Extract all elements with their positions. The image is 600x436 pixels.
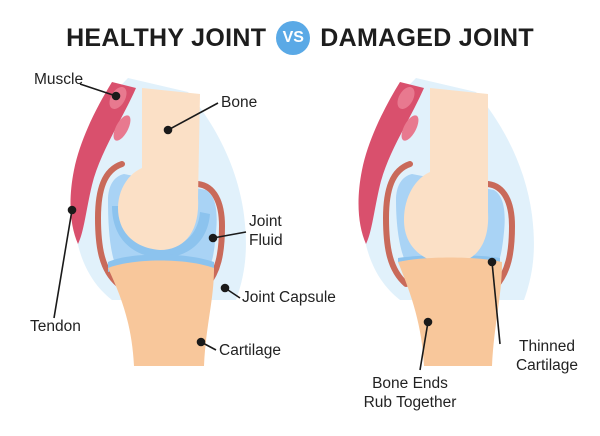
vs-badge: VS (276, 21, 311, 55)
label-bone: Bone (221, 94, 258, 111)
dot-cartilage (196, 337, 206, 347)
damaged-capsule-right (485, 181, 516, 289)
label-thinned-cartilage: Thinned Cartilage (506, 337, 588, 375)
label-muscle: Muscle (34, 71, 84, 88)
damaged-muscle-band-2 (401, 115, 419, 141)
healthy-muscle (70, 82, 136, 244)
label-thinned-line1: Thinned (518, 338, 575, 355)
leader-bone (167, 102, 219, 131)
healthy-bone-upper (118, 88, 200, 250)
label-bone-ends-rub: Bone Ends Rub Together (345, 374, 475, 412)
label-joint-fluid-line1: Joint (249, 213, 282, 230)
label-tendon: Tendon (30, 318, 81, 335)
title-healthy-joint: HEALTHY JOINT (66, 23, 267, 52)
damaged-joint (358, 78, 534, 371)
label-thinned-line2: Cartilage (515, 357, 579, 374)
healthy-muscle-band-2 (113, 115, 131, 141)
healthy-capsule-left (94, 161, 125, 287)
dot-tendon (67, 205, 77, 215)
title-damaged-joint: DAMAGED JOINT (320, 23, 534, 52)
damaged-capsule-left (382, 161, 413, 287)
label-rub-line1: Bone Ends (372, 375, 448, 392)
dot-thinned-cartilage (487, 257, 497, 267)
leader-tendon (53, 209, 73, 319)
damaged-muscle (358, 82, 424, 244)
label-rub-line2: Rub Together (363, 394, 457, 411)
label-joint-fluid: Joint Fluid (249, 212, 283, 250)
dot-bone (163, 125, 173, 135)
damaged-muscle-band (397, 87, 415, 109)
leader-joint-fluid (212, 231, 247, 239)
damaged-bone-lower (398, 257, 502, 366)
label-cartilage: Cartilage (219, 342, 282, 359)
healthy-capsule-right (195, 181, 226, 289)
healthy-joint (53, 78, 247, 366)
leader-muscle (79, 83, 117, 97)
leader-thinned-cartilage (491, 261, 501, 345)
dot-rub-together (423, 317, 433, 327)
leader-rub-together (419, 321, 429, 371)
label-joint-fluid-line2: Fluid (249, 232, 283, 249)
dot-joint-capsule (220, 283, 230, 293)
dot-joint-fluid (208, 233, 218, 243)
healthy-bone-lower (108, 260, 214, 366)
dot-muscle (111, 91, 121, 101)
damaged-bone-upper (404, 88, 489, 264)
healthy-cartilage-upper (112, 206, 210, 258)
label-joint-capsule: Joint Capsule (242, 289, 336, 306)
diagram-title: HEALTHY JOINT VS DAMAGED JOINT (0, 18, 600, 58)
